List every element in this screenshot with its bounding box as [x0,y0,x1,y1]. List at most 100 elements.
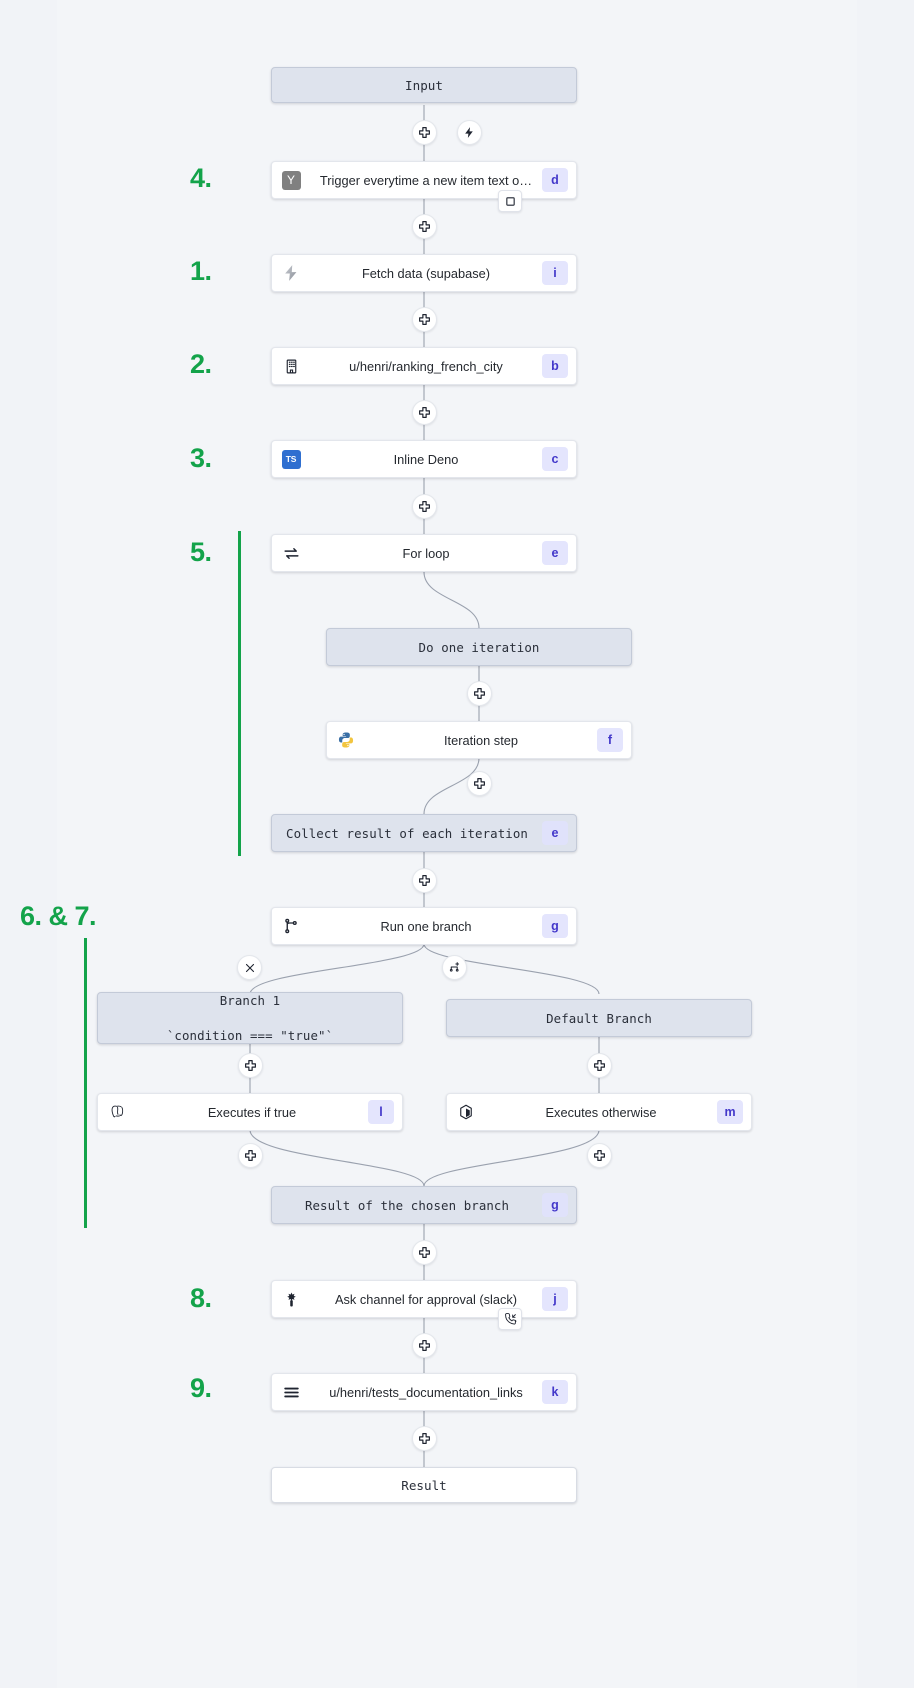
add-branch-icon [449,962,460,972]
node-default-branch[interactable]: Default Branch [446,999,752,1037]
plus-icon [419,314,430,325]
loop-icon [272,535,310,571]
node-run-one-branch[interactable]: Run one branch g [271,907,577,945]
node-executes-if-true-badge: l [368,1100,394,1124]
node-do-one-iteration-label: Do one iteration [418,639,540,655]
node-collect-result-badge: e [542,821,568,845]
node-default-branch-label: Default Branch [546,1010,652,1026]
node-ranking-french-city[interactable]: u/henri/ranking_french_city b [271,347,577,385]
annotation-step-4: 4. [190,163,212,193]
docker-icon [447,1094,485,1130]
node-input-label: Input [405,77,443,93]
supabase-icon [272,255,310,291]
plus-icon [594,1150,605,1161]
node-inline-deno-label: Inline Deno [393,451,459,467]
node-iteration-step[interactable]: Iteration step f [326,721,632,759]
node-ranking-french-city-badge: b [542,354,568,378]
annotation-step-6-7: 6. & 7. [20,901,97,931]
node-executes-if-true-label: Executes if true [207,1104,297,1120]
annotation-step-1: 1. [190,256,212,286]
node-result-of-chosen-branch-label: Result of the chosen branch [304,1197,510,1213]
node-branch-1-condition: `condition === "true"` [166,1028,334,1043]
node-ask-channel-approval[interactable]: Ask channel for approval (slack) j [271,1280,577,1318]
node-ranking-french-city-label: u/henri/ranking_french_city [349,358,503,374]
node-tests-documentation-links-label: u/henri/tests_documentation_links [329,1384,523,1400]
node-ask-channel-approval-label: Ask channel for approval (slack) [334,1291,518,1307]
node-fetch-data-badge: i [542,261,568,285]
add-step-button-1[interactable] [412,120,437,145]
plus-icon [419,875,430,886]
node-do-one-iteration[interactable]: Do one iteration [326,628,632,666]
node-ask-channel-approval-badge: j [542,1287,568,1311]
square-chip-button[interactable] [498,190,522,212]
lightning-icon [465,127,473,138]
node-collect-result[interactable]: Collect result of each iteration e [271,814,577,852]
node-run-one-branch-label: Run one branch [380,918,472,934]
x-icon [245,963,254,972]
plus-icon [419,1247,430,1258]
add-step-button-7[interactable] [467,771,492,796]
delete-branch-button[interactable] [237,955,262,980]
node-trigger[interactable]: Y Trigger everytime a new item text o… d [271,161,577,199]
node-fetch-data-label: Fetch data (supabase) [361,265,491,281]
slack-icon [272,1281,310,1317]
typescript-icon: TS [272,441,310,477]
add-step-button-2[interactable] [412,214,437,239]
node-result-label: Result [401,1477,447,1493]
node-tests-documentation-links[interactable]: u/henri/tests_documentation_links k [271,1373,577,1411]
python-icon [327,722,365,758]
node-executes-if-true[interactable]: Executes if true l [97,1093,403,1131]
node-fetch-data[interactable]: Fetch data (supabase) i [271,254,577,292]
add-step-button-6[interactable] [467,681,492,706]
add-step-button-8[interactable] [412,868,437,893]
plus-icon [419,127,430,138]
postgres-icon [98,1094,136,1130]
yaml-tile-icon: Y [272,162,310,198]
loop-scope-bar [238,531,241,856]
node-executes-otherwise-label: Executes otherwise [545,1104,657,1120]
branch-icon [272,908,310,944]
add-step-button-13[interactable] [412,1240,437,1265]
node-iteration-step-badge: f [597,728,623,752]
node-executes-otherwise-badge: m [717,1100,743,1124]
node-for-loop[interactable]: For loop e [271,534,577,572]
node-for-loop-badge: e [542,541,568,565]
add-trigger-button[interactable] [457,120,482,145]
node-branch-1[interactable]: Branch 1 `condition === "true"` [97,992,403,1044]
annotation-step-3: 3. [190,443,212,473]
node-inline-deno[interactable]: TS Inline Deno c [271,440,577,478]
node-executes-otherwise[interactable]: Executes otherwise m [446,1093,752,1131]
node-result[interactable]: Result [271,1467,577,1503]
add-step-button-3[interactable] [412,307,437,332]
plus-icon [419,1433,430,1444]
plus-icon [594,1060,605,1071]
node-trigger-badge: d [542,168,568,192]
node-result-of-chosen-branch[interactable]: Result of the chosen branch g [271,1186,577,1224]
node-inline-deno-badge: c [542,447,568,471]
add-branch-button[interactable] [442,955,467,980]
node-run-one-branch-badge: g [542,914,568,938]
add-step-button-15[interactable] [412,1426,437,1451]
add-step-button-12[interactable] [587,1143,612,1168]
approval-callback-chip[interactable] [498,1308,522,1330]
annotation-step-9: 9. [190,1373,212,1403]
annotation-step-2: 2. [190,349,212,379]
node-trigger-label: Trigger everytime a new item text o… [319,172,533,188]
add-step-button-5[interactable] [412,494,437,519]
plus-icon [419,1340,430,1351]
add-step-button-10[interactable] [587,1053,612,1078]
phone-incoming-icon [504,1312,516,1325]
add-step-button-9[interactable] [238,1053,263,1078]
plus-icon [419,407,430,418]
plus-icon [245,1060,256,1071]
node-tests-documentation-links-badge: k [542,1380,568,1404]
annotation-step-8: 8. [190,1283,212,1313]
annotation-step-5: 5. [190,537,212,567]
node-branch-1-label: Branch 1 [219,993,281,1008]
add-step-button-11[interactable] [238,1143,263,1168]
add-step-button-14[interactable] [412,1333,437,1358]
node-input[interactable]: Input [271,67,577,103]
add-step-button-4[interactable] [412,400,437,425]
building-icon [272,348,310,384]
